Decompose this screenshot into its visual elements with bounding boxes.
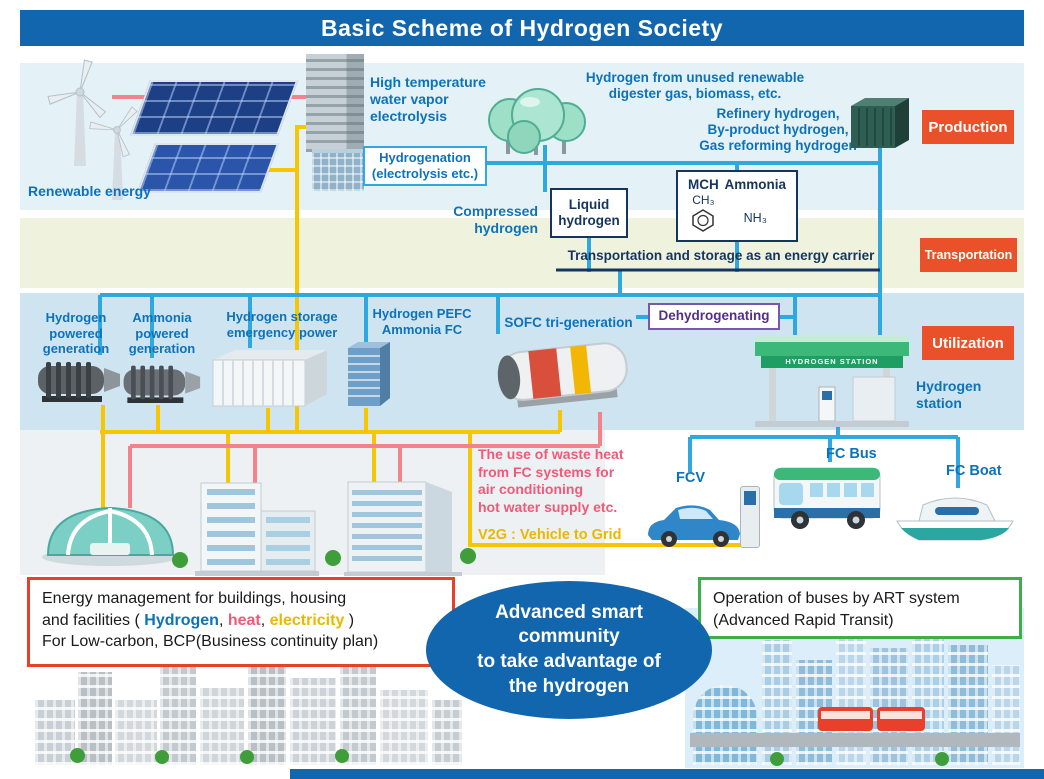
solar-panel-icon [129, 80, 299, 136]
energy-management-box: Energy management for buildings, housing… [27, 577, 455, 667]
carrier-caption: Transportation and storage as an energy … [567, 248, 875, 263]
liquid-hydrogen-box: Liquid hydrogen [550, 188, 628, 238]
v2g-label: V2G : Vehicle to Grid [478, 527, 622, 543]
fc-boat-icon [896, 497, 1014, 541]
hydrogen-station-structure [755, 335, 909, 427]
hydrogen-station-label: Hydrogen station [916, 378, 982, 411]
hydrogen-cabinet-icon [851, 98, 909, 148]
ammonia-generation-label: Ammonia powered generation [128, 310, 196, 357]
hydrogen-lines [98, 145, 960, 488]
building [432, 700, 462, 765]
pefc-label: Hydrogen PEFC Ammonia FC [372, 306, 472, 337]
compressed-hydrogen-label: Compressed hydrogen [453, 203, 538, 236]
apartment-building-icon [344, 481, 462, 576]
hydrogen-generation-label: Hydrogen powered generation [42, 310, 110, 357]
building [115, 700, 157, 765]
building [380, 690, 428, 765]
fcv-label: FCV [676, 470, 705, 486]
tree-icon [172, 552, 188, 568]
fcv-car-icon [648, 505, 740, 547]
line2-prefix: and facilities ( [42, 611, 145, 629]
tree-icon [70, 748, 85, 763]
building [992, 665, 1020, 765]
tree-icon [460, 548, 476, 564]
benzene-ring-icon [692, 208, 715, 232]
mch-column: MCH CH₃ [688, 177, 719, 236]
sep: , [218, 611, 228, 629]
fc-bus-label: FC Bus [826, 446, 877, 462]
dome-building-icon [42, 506, 178, 566]
building [290, 678, 336, 765]
gas-turbine-icon [38, 362, 120, 402]
hydrogen-station-icon: HYDROGEN STATION [755, 333, 915, 428]
road [690, 733, 1020, 747]
utilization-tag: Utilization [922, 326, 1014, 360]
building [78, 672, 112, 765]
electrolysis-label: High temperature water vapor electrolysi… [370, 74, 486, 124]
tree-icon [770, 752, 784, 766]
fuel-cell-cabinet-icon [348, 342, 390, 406]
mch-ammonia-box: MCH CH₃ Ammonia NH₃ [676, 170, 798, 242]
hydrogenation-box: Hydrogenation (electrolysis etc.) [363, 146, 487, 186]
hydrogen-word: Hydrogen [144, 611, 219, 629]
fc-boat-label: FC Boat [946, 463, 1002, 479]
gas-holder-icon [488, 88, 586, 155]
tree-icon [935, 752, 949, 766]
dehydrogenating-box: Dehydrogenating [648, 303, 780, 330]
tree-icon [325, 550, 341, 566]
building [948, 645, 988, 765]
fc-bus-icon [773, 467, 881, 529]
hydrogen-station-sign: HYDROGEN STATION [785, 357, 879, 366]
waste-heat-note: The use of waste heat from FC systems fo… [478, 446, 624, 515]
ch3-label: CH₃ [692, 193, 715, 208]
sofc-label: SOFC tri-generation [504, 315, 633, 330]
energy-management-line1: Energy management for buildings, housing [42, 590, 347, 607]
heat-word: heat [227, 611, 261, 629]
ammonia-column: Ammonia NH₃ [724, 177, 786, 226]
art-bus-icon [877, 707, 925, 731]
storage-container-icon [212, 350, 327, 407]
electricity-word: electricity [269, 611, 345, 629]
renewable-energy-label: Renewable energy [28, 183, 151, 199]
storage-emergency-label: Hydrogen storage emergency power [226, 309, 338, 340]
nh3-label: NH₃ [743, 211, 767, 226]
charging-dispenser-icon [740, 486, 760, 548]
refinery-label: Refinery hydrogen, By-product hydrogen, … [699, 106, 857, 154]
tree-icon [240, 750, 254, 764]
energy-management-line2: and facilities ( Hydrogen, heat, electri… [42, 610, 440, 632]
hospital-building-icon [195, 482, 319, 576]
ammonia-turbine-icon [123, 365, 201, 403]
art-system-box: Operation of buses by ART system (Advanc… [698, 577, 1022, 639]
tree-icon [155, 750, 169, 764]
page-title: Basic Scheme of Hydrogen Society [320, 14, 723, 41]
dispenser-screen [744, 491, 756, 505]
line2-suffix: ) [344, 611, 355, 629]
gas-holder-right-icon [693, 685, 757, 765]
building [160, 655, 196, 765]
hydrogenation-plant-icon [312, 149, 364, 191]
production-tag: Production [922, 110, 1014, 144]
building [248, 648, 286, 765]
digester-label: Hydrogen from unused renewable digester … [585, 70, 805, 102]
sep: , [260, 611, 270, 629]
smart-community-ellipse: Advanced smart community to take advanta… [426, 581, 712, 719]
mch-label: MCH [688, 177, 719, 192]
building [200, 688, 244, 765]
building [340, 655, 376, 765]
bottom-accent-strip [290, 769, 1044, 779]
tree-icon [335, 749, 349, 763]
energy-management-line3: For Low-carbon, BCP(Business continuity … [42, 633, 379, 651]
ammonia-label: Ammonia [724, 177, 786, 192]
title-bar: Basic Scheme of Hydrogen Society [20, 10, 1024, 46]
electrolyzer-tower-icon [306, 54, 364, 152]
wind-turbine-icon [47, 59, 138, 200]
transportation-band [20, 218, 1024, 288]
art-bus-icon [818, 707, 873, 731]
transportation-tag: Transportation [920, 238, 1017, 272]
building [35, 700, 75, 765]
sofc-unit-icon [497, 342, 628, 408]
